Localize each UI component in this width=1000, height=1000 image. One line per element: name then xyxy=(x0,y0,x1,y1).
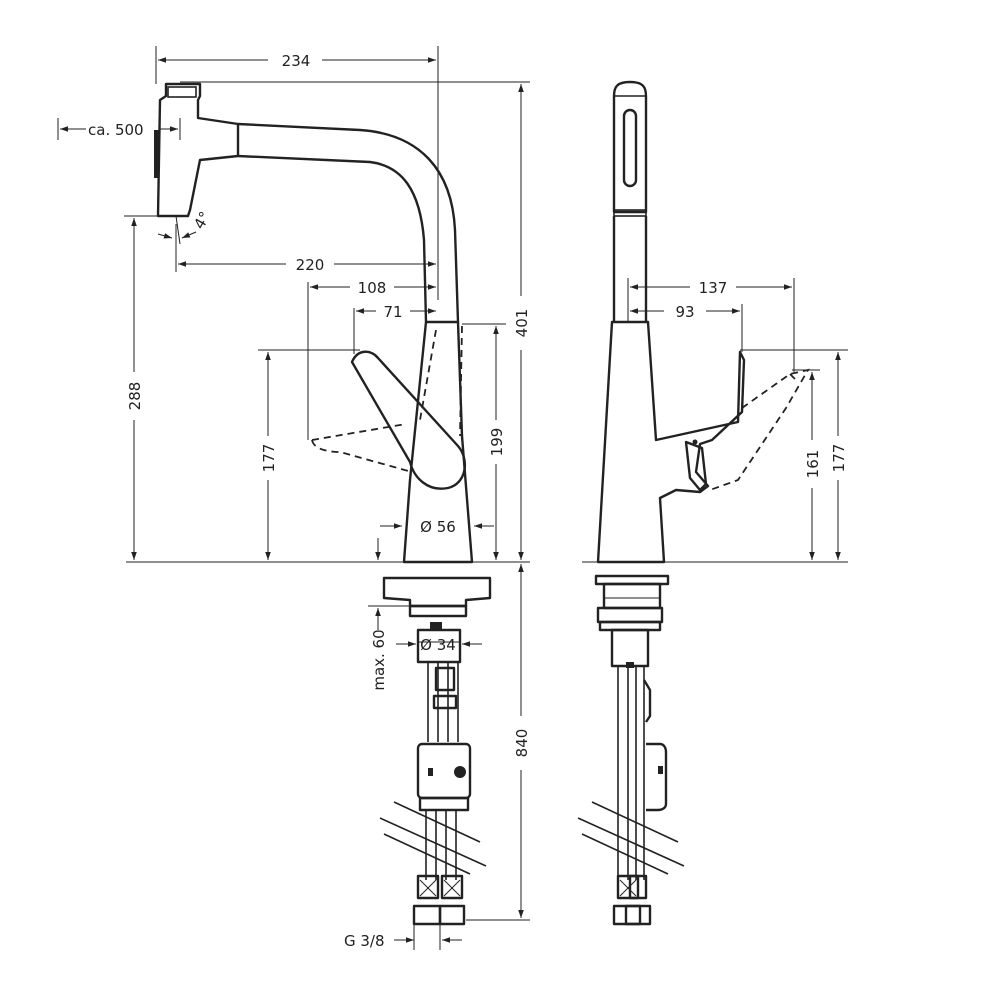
dimension-137: 137 xyxy=(630,279,792,297)
dimension-4-degrees: 4° xyxy=(157,208,214,245)
dimension-401-label: 401 xyxy=(513,309,531,338)
dimension-401: 401 xyxy=(513,84,531,560)
side-cut-lines xyxy=(577,801,685,875)
front-spray-head xyxy=(154,82,240,218)
dimension-g-3-8: G 3/8 xyxy=(344,924,462,950)
side-hoses xyxy=(612,666,668,926)
side-spray-head xyxy=(612,80,648,217)
dimension-234-label: 234 xyxy=(282,52,311,70)
dimension-177-right: 177 xyxy=(830,352,848,560)
dimension-220-label: 220 xyxy=(296,256,325,274)
front-hoses xyxy=(412,662,472,926)
dimension-max-60-label: max. 60 xyxy=(370,629,388,690)
side-spout xyxy=(612,216,648,323)
dimension-g-3-8-label: G 3/8 xyxy=(344,932,385,950)
dimension-234: 234 xyxy=(158,52,436,70)
dimension-4-degrees-label: 4° xyxy=(190,208,214,232)
front-view xyxy=(154,82,492,926)
reference-lines xyxy=(124,46,848,921)
dimension-161-label: 161 xyxy=(804,450,822,479)
dimension-177-right-label: 177 xyxy=(830,444,848,473)
front-mounting xyxy=(382,576,492,664)
dimension-108: 108 xyxy=(310,279,436,297)
dimension-840: 840 xyxy=(513,564,531,918)
dimension-177-left-label: 177 xyxy=(260,444,278,473)
side-view xyxy=(577,80,810,926)
dimension-137-label: 137 xyxy=(699,279,728,297)
front-spout xyxy=(237,122,460,323)
front-lever-dashed xyxy=(311,325,463,473)
dimension-220: 220 xyxy=(178,256,436,274)
dimension-288-label: 288 xyxy=(126,382,144,411)
dimension-max-60: max. 60 xyxy=(370,538,388,691)
dimension-840-label: 840 xyxy=(513,729,531,758)
dimension-199: 199 xyxy=(488,326,506,560)
dimension-93: 93 xyxy=(630,303,740,321)
dimension-161: 161 xyxy=(804,372,822,560)
dimension-93-label: 93 xyxy=(675,303,694,321)
dimension-diameter-34: Ø 34 xyxy=(396,636,482,654)
front-cut-lines xyxy=(379,801,487,875)
dimension-71-label: 71 xyxy=(383,303,402,321)
dimension-ca-500: ca. 500 xyxy=(57,118,181,140)
side-body xyxy=(596,320,746,564)
dimension-diameter-34-label: Ø 34 xyxy=(420,636,456,654)
dimension-diameter-56: Ø 56 xyxy=(380,518,494,536)
dimension-71: 71 xyxy=(356,303,436,321)
dimension-108-label: 108 xyxy=(358,279,387,297)
dimension-288: 288 xyxy=(126,218,144,560)
dimension-ca-500-label: ca. 500 xyxy=(88,121,144,139)
side-lever-dashed xyxy=(709,368,810,491)
dimension-diameter-56-label: Ø 56 xyxy=(420,518,456,536)
front-lever xyxy=(350,350,467,490)
dimension-177-left: 177 xyxy=(260,352,278,560)
dimension-199-label: 199 xyxy=(488,428,506,457)
side-mounting xyxy=(594,574,670,668)
